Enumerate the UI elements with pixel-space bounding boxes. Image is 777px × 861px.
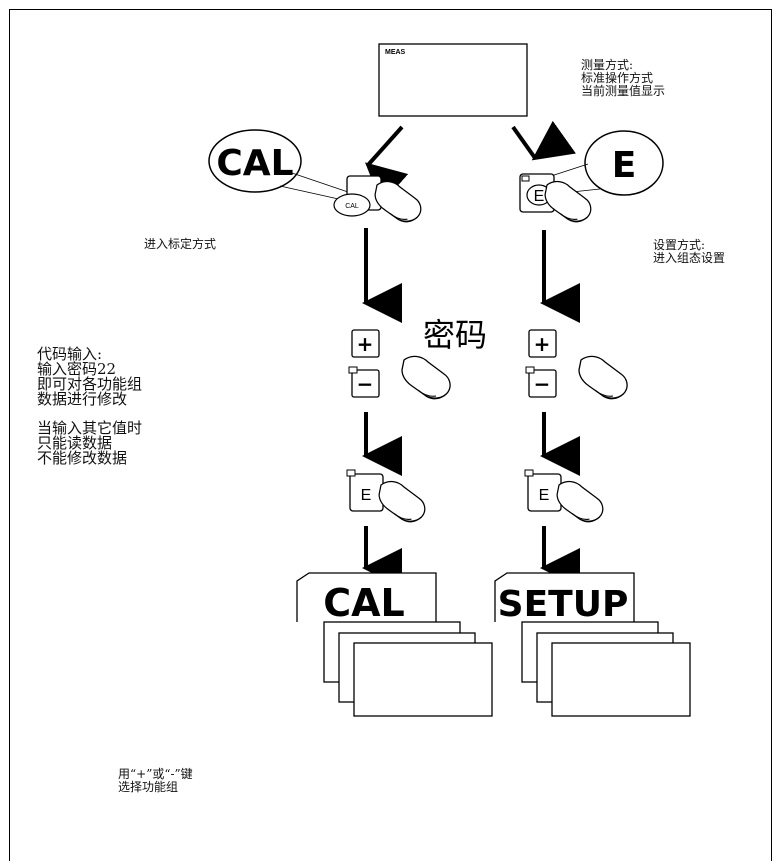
arrow-to-e — [513, 127, 535, 158]
e-callout-label: E — [612, 145, 637, 186]
e-key-top-label: E — [534, 188, 545, 205]
cal-menu-title: CAL — [323, 581, 405, 625]
hand-icon — [375, 182, 421, 222]
meas-display-label: MEAS — [385, 49, 406, 56]
setup-menu-stack: SETUP — [495, 573, 690, 716]
hand-icon — [557, 482, 603, 522]
cal-key-label: CAL — [345, 203, 359, 210]
hand-icon — [579, 356, 627, 398]
cal-callout-label: CAL — [216, 143, 293, 184]
e-key-right-label: E — [539, 487, 550, 504]
hand-icon — [545, 182, 591, 222]
minus-key-right-label: − — [534, 372, 551, 396]
minus-key-left-label: − — [357, 372, 374, 396]
e-key-left-label: E — [361, 487, 372, 504]
hand-icon — [402, 356, 450, 398]
plus-key-right-label: + — [534, 332, 551, 356]
password-label: 密码 — [423, 316, 487, 354]
setup-menu-title: SETUP — [498, 584, 629, 625]
arrow-to-cal — [368, 127, 402, 165]
hand-icon — [379, 482, 425, 522]
plus-key-left-label: + — [357, 332, 374, 356]
cal-menu-stack: CAL — [297, 573, 492, 716]
